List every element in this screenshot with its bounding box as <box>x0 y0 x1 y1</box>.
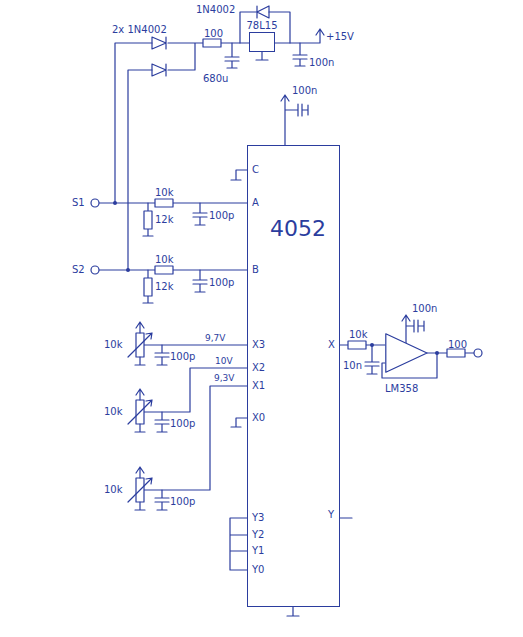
pin-name: C <box>252 164 259 176</box>
resistor-symbol <box>155 199 173 207</box>
component-value: 100n <box>292 85 317 97</box>
opamp-triangle <box>386 334 427 372</box>
chip-name: 4052 <box>270 216 326 242</box>
terminal <box>91 266 99 274</box>
component-value: 680u <box>203 73 228 85</box>
divider-parts <box>143 203 207 303</box>
potentiometer-wiring <box>128 322 169 365</box>
component-value: 100p <box>170 351 195 363</box>
component-value: 100p <box>209 277 234 289</box>
component-value: 1N4002 <box>196 4 235 16</box>
component-value: 100n <box>412 303 437 315</box>
component-value: 10k <box>155 187 174 199</box>
resistors <box>144 39 465 357</box>
potentiometers <box>128 322 169 510</box>
component-value: 100n <box>309 57 334 69</box>
opamp-outline <box>385 333 435 373</box>
component-value: 10k <box>155 254 174 266</box>
pin-name: B <box>252 264 259 276</box>
pin-name: X3 <box>252 339 265 351</box>
component-value: 100 <box>204 28 223 40</box>
diode-symbol <box>257 6 269 18</box>
junction-dot <box>126 268 130 272</box>
terminals <box>91 199 482 357</box>
potentiometer-wiring <box>128 467 169 510</box>
signal-name: S2 <box>72 264 85 276</box>
resistor-symbol <box>155 266 173 274</box>
chip-pins <box>230 95 352 616</box>
component-value: 12k <box>155 281 174 293</box>
component-value: 10k <box>104 484 123 496</box>
diode-symbol <box>152 64 166 76</box>
pin-name: X <box>328 339 335 351</box>
component-value: 10k <box>104 339 123 351</box>
part-name: 78L15 <box>244 19 280 32</box>
resistor-symbol <box>144 278 152 296</box>
voltage-note: 10V <box>215 356 233 367</box>
component-value: 100p <box>170 418 195 430</box>
component-value: 100 <box>448 339 467 351</box>
regulator-box <box>249 32 275 52</box>
pin-name: A <box>252 197 259 209</box>
output-wires <box>365 315 474 378</box>
bypass-wire <box>240 12 290 60</box>
diode-symbol <box>152 37 166 49</box>
junction-dot <box>113 201 117 205</box>
component-value: 2x 1N4002 <box>112 24 167 36</box>
wires <box>99 12 474 616</box>
component-value: 10k <box>104 406 123 418</box>
component-value: 10k <box>349 329 368 341</box>
signal-name: +15V <box>326 31 354 43</box>
pot-wires <box>144 345 247 490</box>
pin-name: X1 <box>252 380 265 392</box>
pin-name: Y1 <box>252 545 264 557</box>
pin-name: Y2 <box>252 529 264 541</box>
resistor-symbol <box>144 211 152 229</box>
resistor-symbol <box>348 341 366 349</box>
voltage-note: 9,7V <box>205 333 225 344</box>
pin-name: X2 <box>252 362 265 374</box>
resistor-symbol <box>203 39 221 47</box>
junction-dot <box>370 343 374 347</box>
pin-name: Y3 <box>252 512 264 524</box>
part-name: LM358 <box>385 383 435 395</box>
terminal <box>474 349 482 357</box>
component-value: 100p <box>209 210 234 222</box>
component-value: 100p <box>170 496 195 508</box>
terminal <box>91 199 99 207</box>
signal-name: S1 <box>72 197 85 209</box>
component-value: 10n <box>343 360 362 372</box>
component-value: 12k <box>155 214 174 226</box>
potentiometer-wiring <box>128 389 169 432</box>
pin-name: Y0 <box>252 564 264 576</box>
voltage-note: 9,3V <box>214 373 234 384</box>
pin-name: Y <box>328 509 334 521</box>
resistor-symbol <box>447 349 465 357</box>
pin-name: X0 <box>252 412 265 424</box>
junction-dot <box>435 351 439 355</box>
regulator: 78L15 <box>244 19 280 52</box>
opamp-triangle: LM358 <box>385 333 435 395</box>
